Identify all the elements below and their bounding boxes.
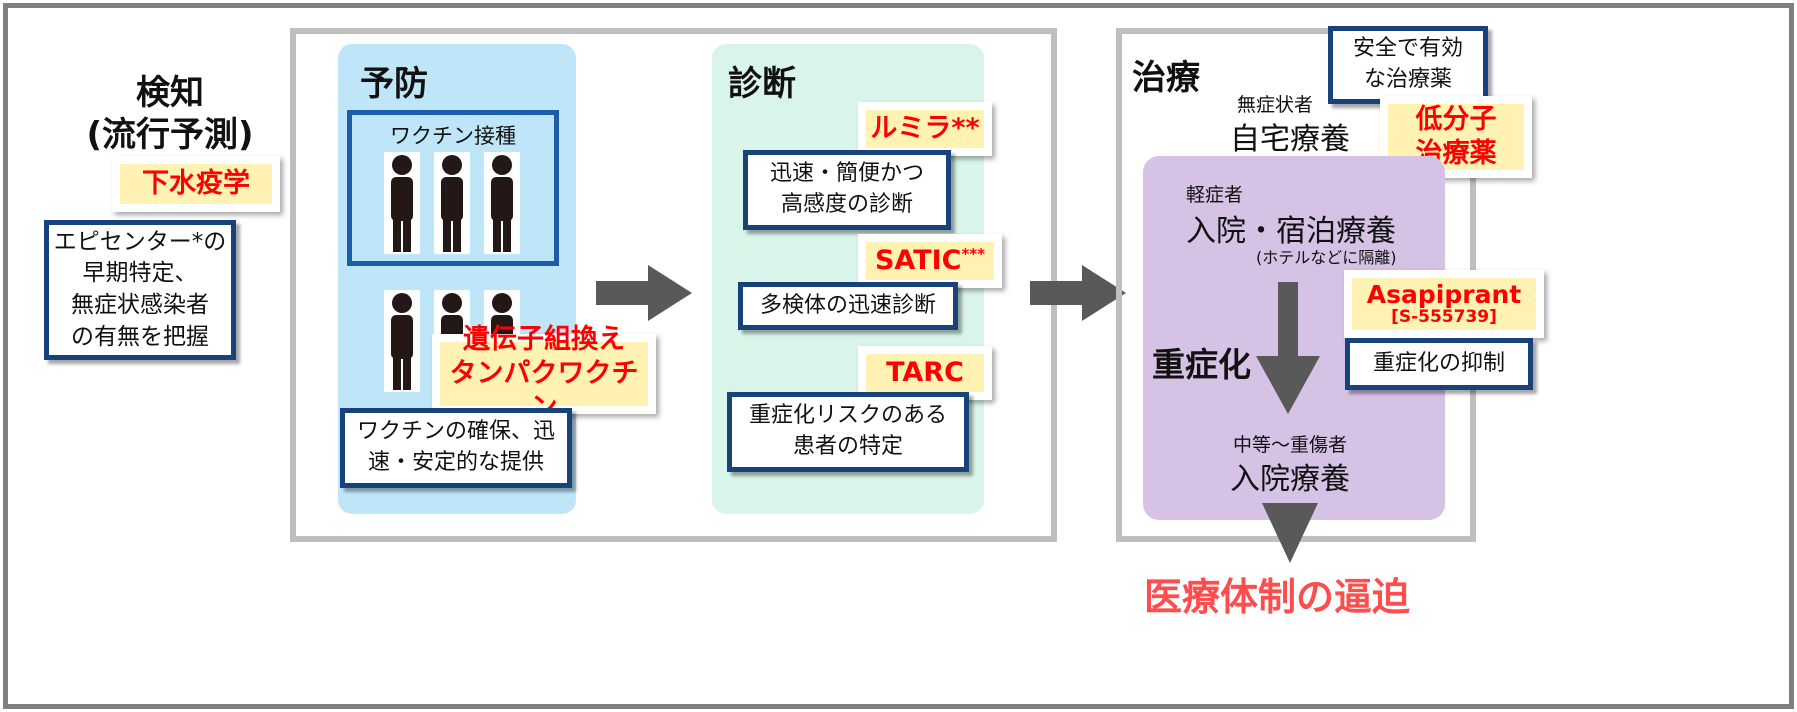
safe-drug-line: 安全で有効 [1352,36,1463,62]
vaccination-box [347,110,559,266]
home-care-label: 自宅療養 [1230,122,1350,157]
lumira-tag-label: ルミラ** [870,113,980,145]
safe-drug-box: 安全で有効 な治療薬 [1328,26,1488,104]
treatment-title: 治療 [1132,58,1200,98]
medical-strain-label: 医療体制の逼迫 [1144,575,1411,619]
person-icon [484,152,520,254]
high-risk-box: 重症化リスクのある 患者の特定 [727,392,969,472]
mild-label: 軽症者 [1186,184,1244,206]
safe-drug-line: な治療薬 [1363,67,1452,92]
vaccinated-people [384,152,520,254]
severe-label: 重症化 [1152,345,1251,384]
suppress-severe-box: 重症化の抑制 [1345,338,1533,390]
vaccination-label: ワクチン接種 [390,124,516,148]
suppress-severe-label: 重症化の抑制 [1372,351,1505,377]
recombinant-tag-line: 遺伝子組換え [463,324,625,356]
low-molecular-drug-tag: 低分子 治療薬 [1380,96,1532,178]
isolation-note: (ホテルなどに隔離) [1256,248,1397,267]
rapid-diagnosis-box: 迅速・簡便かつ 高感度の診断 [743,150,951,230]
person-icon [384,290,420,392]
detection-box-line: 無症状感染者 [71,292,209,318]
asymptomatic-label: 無症状者 [1236,94,1313,116]
detection-tag: 下水疫学 [112,156,280,212]
low-molecular-line: 低分子 [1415,104,1497,136]
satic-tag-sup: *** [961,245,986,264]
vaccine-supply-line: ワクチンの確保、迅 [356,419,555,445]
moderate-label: 中等～重傷者 [1232,434,1347,456]
diagnosis-title: 診断 [728,64,796,104]
arrow-right-icon [596,265,692,321]
rapid-diagnosis-line: 迅速・簡便かつ [769,161,924,187]
rapid-diagnosis-line: 高感度の診断 [780,192,913,217]
multi-sample-box: 多検体の迅速診断 [738,282,958,330]
recombinant-tag-line: タンパクワクチン [449,358,639,423]
person-icon [384,152,420,254]
hospital-care-label: 入院療養 [1230,462,1350,497]
asapiprant-tag: Asapiprant [S-555739] [1344,270,1544,338]
detection-title-line2: (流行予測) [86,115,254,155]
satic-tag-label: SATIC [874,245,962,277]
detection-box-line: エピセンター*の [53,228,227,255]
multi-sample-label: 多検体の迅速診断 [759,293,936,319]
detection-tag-label: 下水疫学 [142,168,250,200]
arrow-down-icon [1256,282,1320,414]
person-icon [434,152,470,254]
detection-box: エピセンター*の 早期特定、 無症状感染者 の有無を把握 [44,220,236,360]
tarc-tag: TARC [858,346,992,400]
detection-box-line: 早期特定、 [82,260,198,287]
high-risk-line: 患者の特定 [792,434,903,459]
arrow-right-icon [1030,265,1126,321]
detection-title: 検知 (流行予測) [55,72,285,156]
outer-frame [3,3,1794,709]
prevention-title: 予防 [360,64,428,104]
hospital-hotel-label: 入院・宿泊療養 [1186,214,1396,249]
vaccine-supply-line: 速・安定的な提供 [367,450,544,475]
arrow-down-icon [1262,503,1318,563]
vaccine-supply-box: ワクチンの確保、迅 速・安定的な提供 [340,408,572,488]
high-risk-line: 重症化リスクのある [748,403,947,429]
satic-tag: SATIC*** [858,234,1002,288]
asapiprant-name: Asapiprant [1366,279,1522,309]
recombinant-vaccine-tag: 遺伝子組換え タンパクワクチン [432,324,656,423]
tarc-tag-label: TARC [886,357,964,389]
detection-title-line1: 検知 [136,73,204,113]
detection-box-line: の有無を把握 [71,323,209,350]
asapiprant-code: [S-555739] [1391,307,1497,328]
lumira-tag: ルミラ** [858,102,992,156]
